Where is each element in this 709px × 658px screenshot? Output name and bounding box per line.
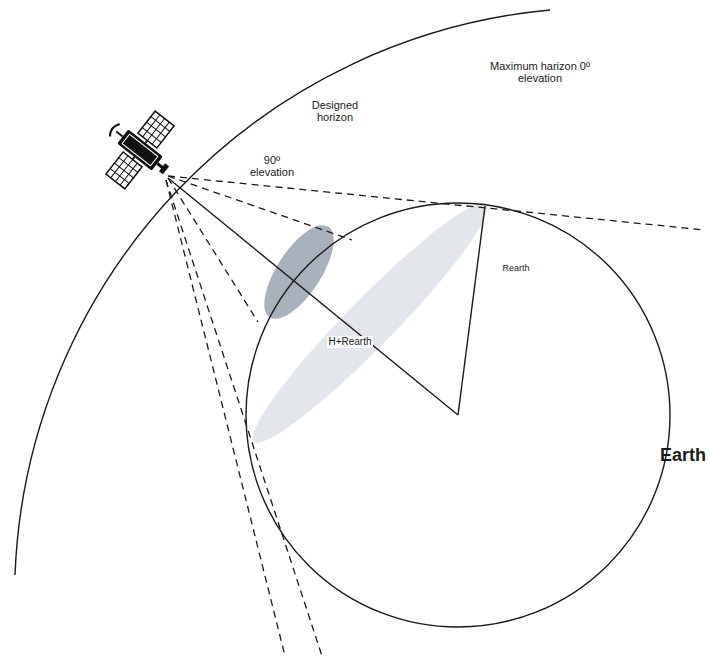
designed-horizon-line [168, 178, 258, 322]
earth-circle: Earth [245, 202, 671, 628]
earth-outline [245, 202, 671, 628]
horizon-label: Designed horizon [304, 99, 366, 123]
max-horizon-line [166, 180, 285, 656]
elevation-label: 90º elevation [241, 154, 303, 178]
max-horizon-line [166, 180, 322, 656]
satellite-symbol [88, 97, 191, 202]
altitude-line [168, 178, 458, 415]
horizon-label: Maximum harizon 0º elevation [489, 60, 591, 84]
radius-line [458, 206, 485, 415]
radius-label: Rearth [501, 262, 530, 274]
altitude-label: H+Rearth [327, 336, 372, 348]
node-label: Earth [660, 445, 706, 466]
max-footprint [237, 188, 504, 459]
designed-horizon-line [168, 176, 352, 240]
max-horizon-line [168, 176, 705, 230]
orbit-arc [15, 10, 550, 575]
